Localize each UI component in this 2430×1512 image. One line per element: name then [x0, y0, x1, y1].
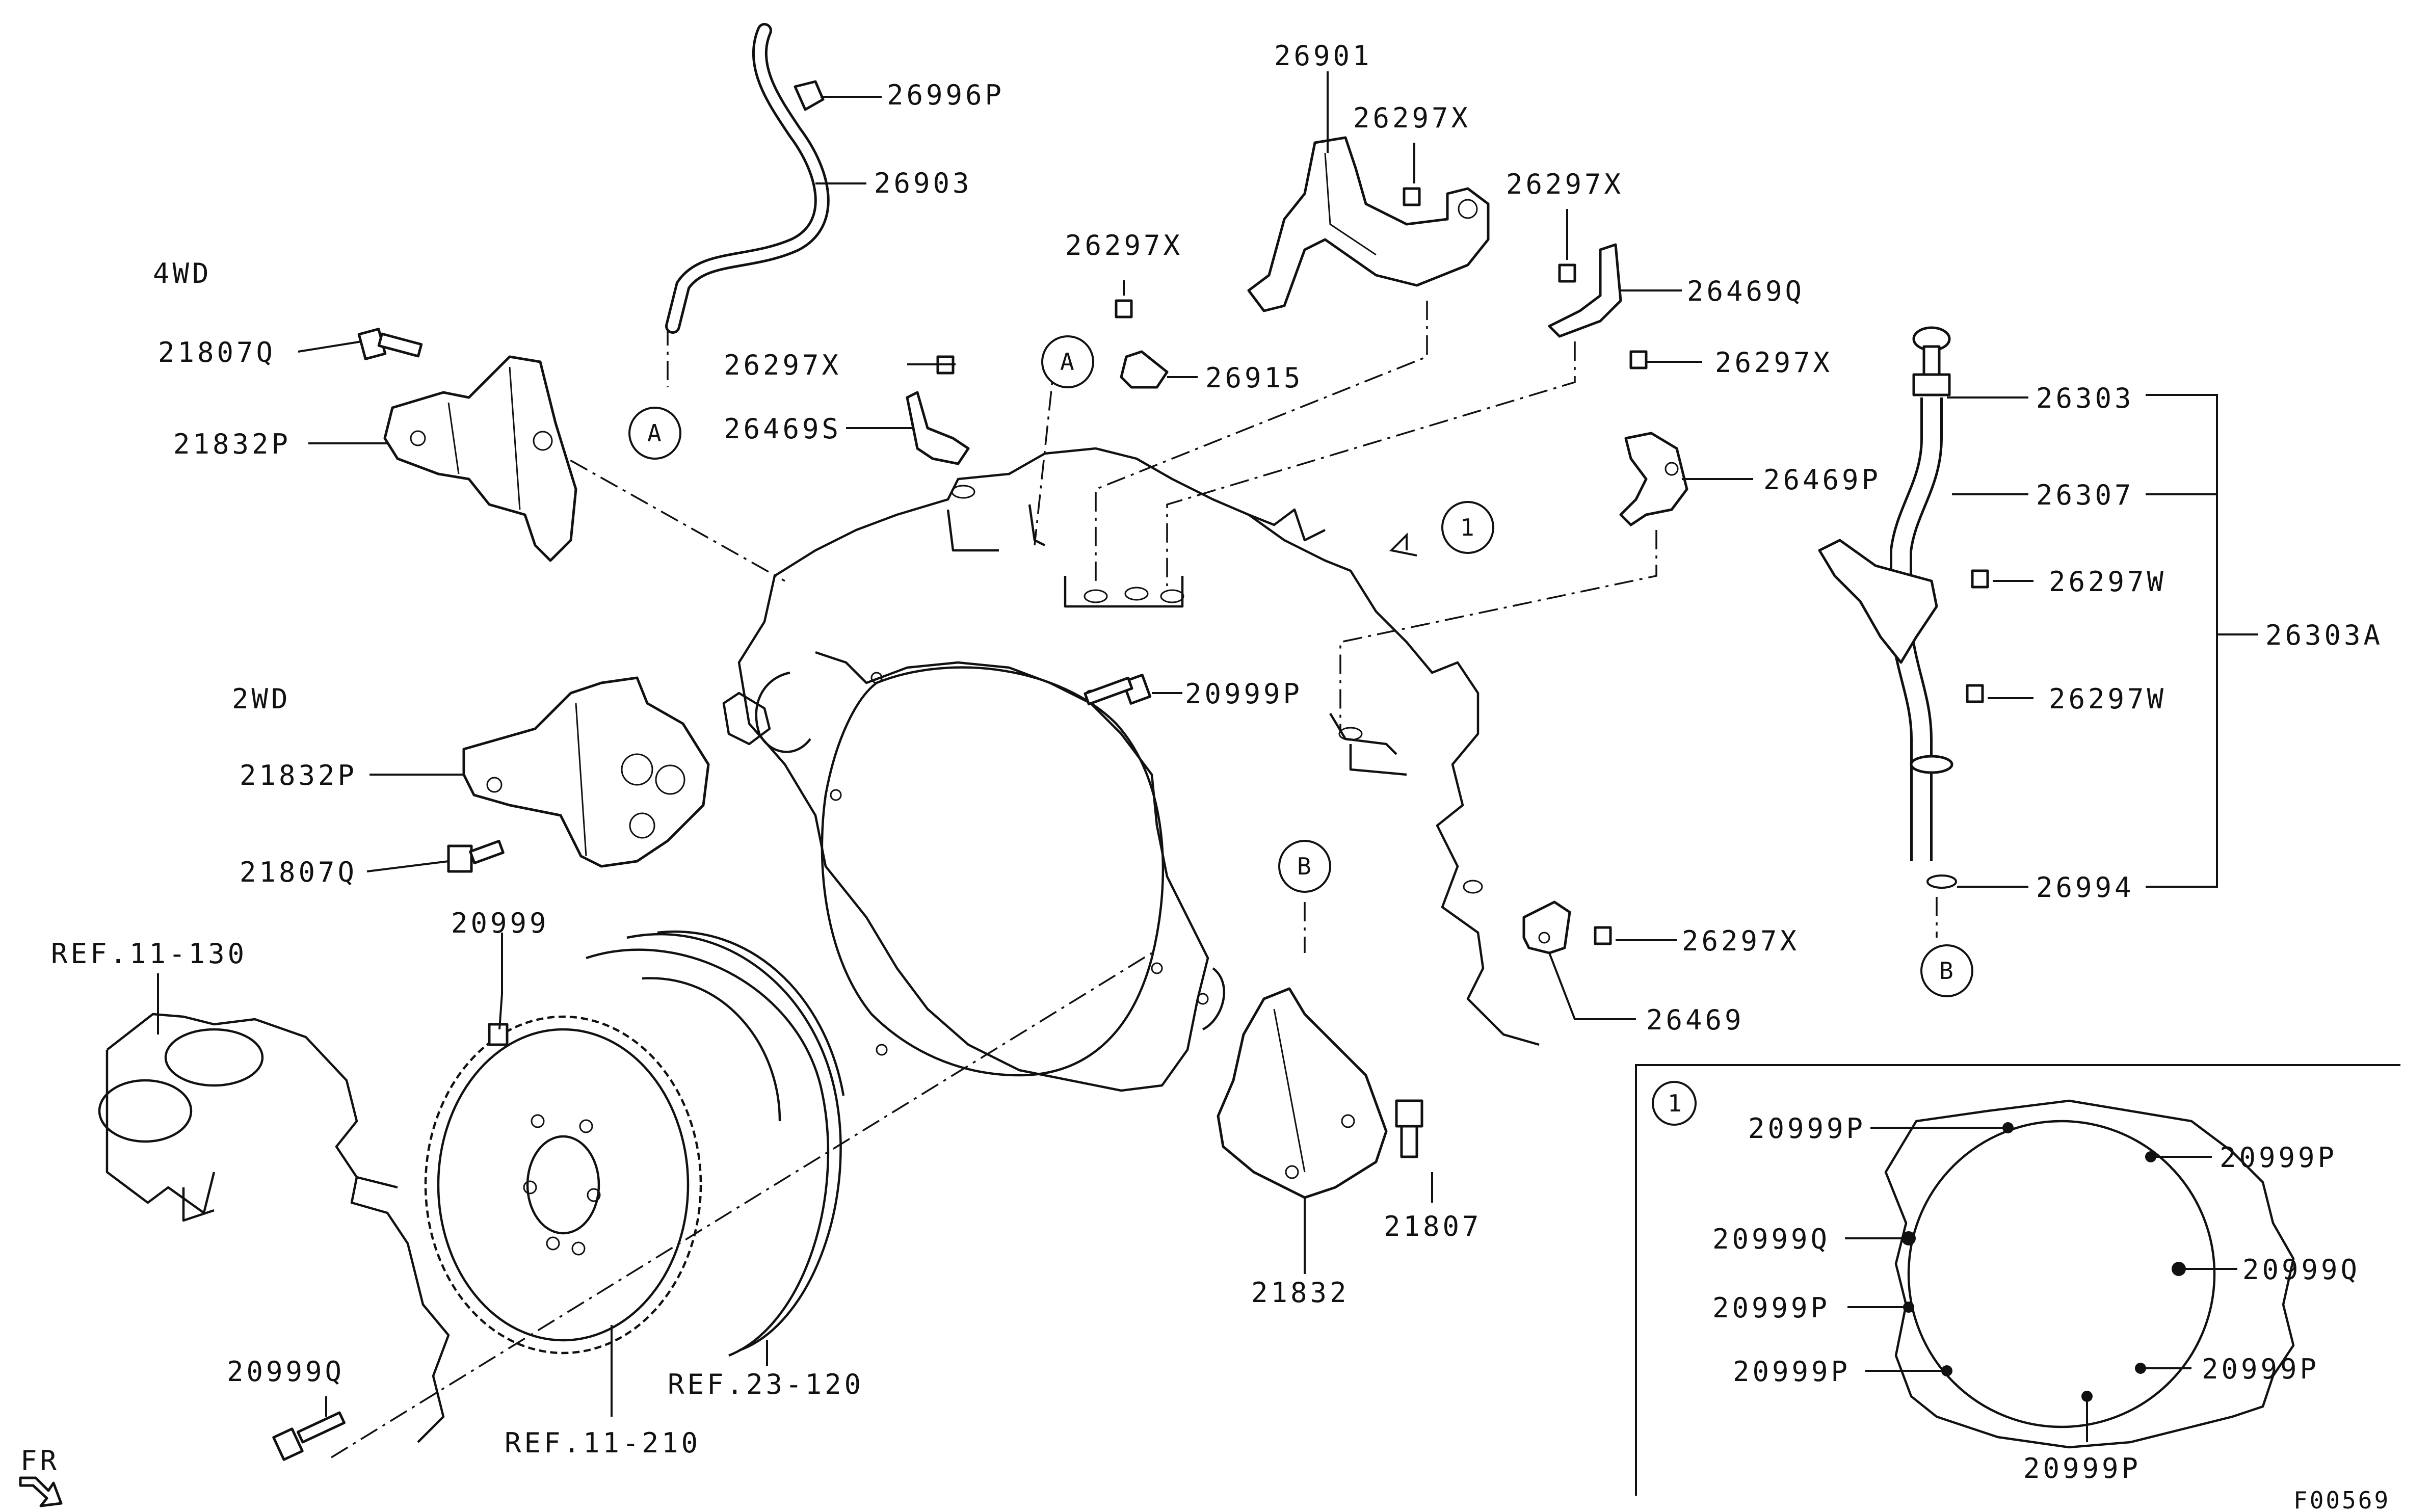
- marker-detail-1: 1: [1460, 514, 1476, 541]
- label-26307: 26307: [2036, 479, 2134, 511]
- inset-label-20999p: 20999P: [1748, 1112, 1866, 1145]
- label-26469p: 26469P: [1763, 464, 1881, 496]
- label-26297x: 26297X: [1506, 168, 1624, 200]
- label-26297x: 26297X: [724, 349, 841, 381]
- label-26915: 26915: [1205, 362, 1304, 394]
- engine-block-outline: [98, 1013, 450, 1443]
- ring-gear-flywheel: [424, 1015, 702, 1355]
- bracket-26901: [1247, 136, 1490, 312]
- label-26901: 26901: [1274, 40, 1372, 72]
- inset-marker-1: 1: [1668, 1090, 1684, 1117]
- inset-label-20999p: 20999P: [1712, 1292, 1830, 1324]
- label-26297x: 26297X: [1715, 347, 1833, 379]
- label-26297x: 26297X: [1065, 229, 1183, 261]
- label-ref-11-210: REF.11-210: [505, 1427, 701, 1459]
- transmission-case: [722, 447, 1540, 1092]
- label-26297w: 26297W: [2049, 683, 2167, 715]
- inset-label-20999q: 20999Q: [1712, 1223, 1830, 1255]
- front-direction-indicator: FR: [19, 1445, 63, 1507]
- label-21832p: 21832P: [173, 428, 291, 460]
- inset-label-20999q: 20999Q: [2242, 1254, 2360, 1286]
- inset-label-20999p: 20999P: [2220, 1142, 2337, 1174]
- label-26297w: 26297W: [2049, 566, 2167, 598]
- breather-hose: [665, 23, 830, 334]
- label-26903: 26903: [874, 167, 972, 199]
- bracket-21832p-4wd: [383, 355, 577, 562]
- label-26469: 26469: [1646, 1004, 1745, 1036]
- label-26297x: 26297X: [1353, 102, 1471, 134]
- label-21807q: 21807Q: [158, 336, 276, 368]
- leader-lines: [331, 301, 1938, 1458]
- label-21807q: 21807Q: [240, 856, 357, 888]
- label-26994: 26994: [2036, 871, 2134, 904]
- dipstick-assembly: [1818, 326, 1957, 889]
- bracket-26469q: [1548, 243, 1622, 338]
- marker-b: B: [1297, 853, 1313, 880]
- marker-a: A: [647, 419, 664, 447]
- label-20999: 20999: [451, 907, 549, 939]
- label-21832: 21832: [1251, 1277, 1350, 1309]
- marker-a: A: [1060, 348, 1076, 376]
- torque-converter: [586, 930, 845, 1357]
- front-arrow-icon: [19, 1476, 63, 1507]
- label-4wd: 4WD: [153, 257, 212, 289]
- inset-label-20999p: 20999P: [2202, 1353, 2319, 1385]
- part-labels: 4WD 2WD 26996P 26903 26901 26297X 26297X…: [51, 40, 2383, 1459]
- bolt-icon: [272, 187, 1989, 1461]
- figure-code: F00569: [2293, 1487, 2390, 1512]
- callout-leaders: [157, 71, 2258, 1417]
- label-21832p: 21832P: [240, 759, 357, 791]
- marker-b: B: [1939, 957, 1956, 985]
- inset-label-20999p: 20999P: [2023, 1452, 2141, 1484]
- label-26996p: 26996P: [887, 79, 1005, 111]
- label-20999p: 20999P: [1185, 678, 1303, 710]
- bracket-26469s: [906, 391, 970, 465]
- label-ref-11-130: REF.11-130: [51, 938, 247, 970]
- label-2wd: 2WD: [232, 683, 291, 715]
- label-26297x: 26297X: [1682, 925, 1800, 957]
- bracket-21832p-2wd: [462, 676, 710, 868]
- bracket-26469: [1522, 900, 1571, 954]
- label-26469q: 26469Q: [1687, 275, 1805, 307]
- inset-label-20999p: 20999P: [1733, 1356, 1851, 1388]
- front-label: FR: [20, 1445, 60, 1477]
- label-26303a: 26303A: [2265, 619, 2383, 651]
- inset-detail-1: 1 20999P 20999Q 20999P 20999P 20999P 209…: [1635, 1064, 2400, 1496]
- marker-circles: A A B B 1: [628, 335, 1973, 997]
- label-26469s: 26469S: [724, 413, 841, 445]
- label-20999q: 20999Q: [227, 1356, 345, 1388]
- bracket-26469p: [1619, 432, 1688, 526]
- label-21807: 21807: [1384, 1210, 1482, 1242]
- label-26303: 26303: [2036, 382, 2134, 414]
- bracket-21832: [1217, 987, 1388, 1199]
- clip-26915: [1120, 350, 1169, 389]
- label-ref-23-120: REF.23-120: [668, 1368, 864, 1400]
